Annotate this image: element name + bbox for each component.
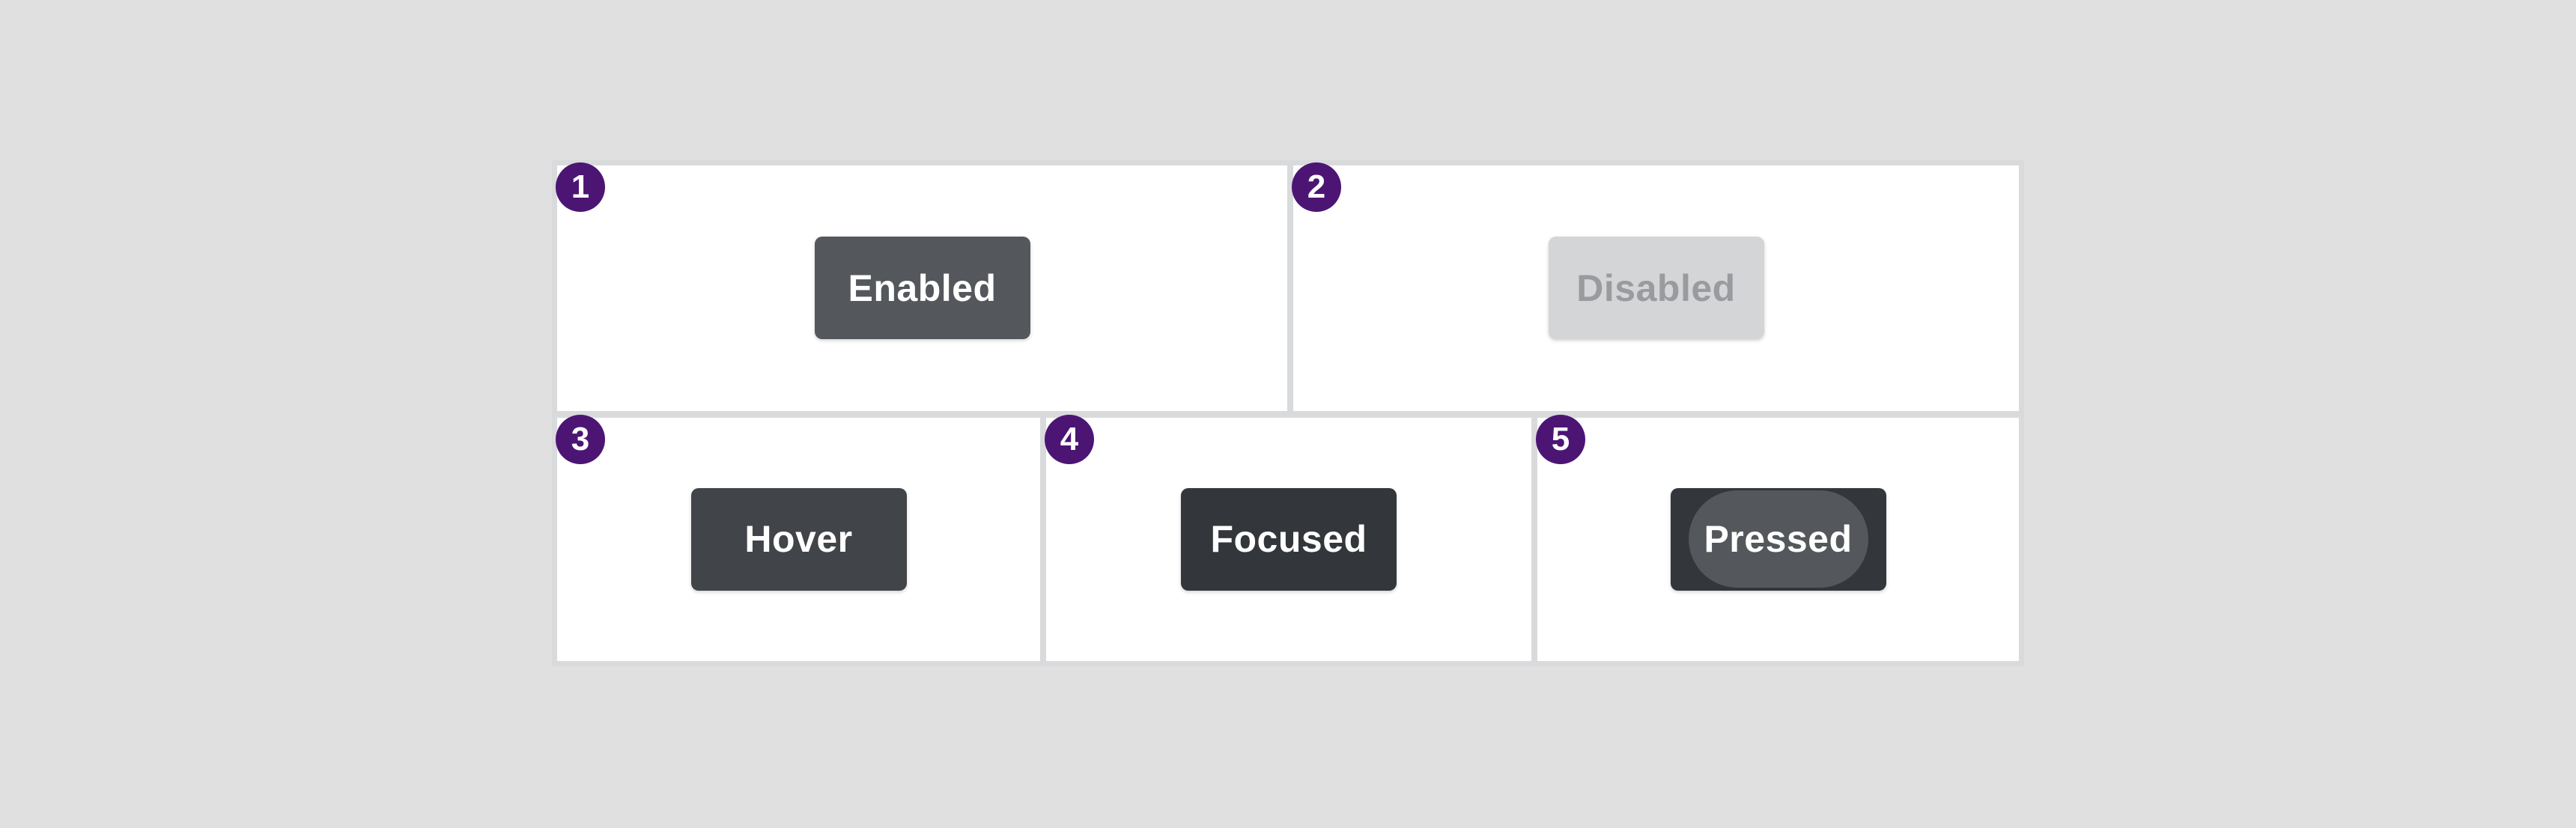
focused-button-label: Focused (1210, 518, 1367, 561)
hover-button[interactable]: Hover (690, 487, 907, 591)
pressed-ripple-overlay (1688, 490, 1868, 588)
annotation-badge-1: 1 (556, 162, 605, 212)
enabled-button-label: Enabled (848, 267, 997, 309)
annotation-badge-2: 2 (1292, 162, 1341, 212)
state-panel-pressed: 5 Pressed (1536, 414, 2019, 661)
focused-button[interactable]: Focused (1181, 487, 1397, 591)
annotation-badge-4: 4 (1045, 414, 1094, 464)
state-panel-enabled: 1 Enabled (556, 162, 1287, 411)
enabled-button[interactable]: Enabled (814, 237, 1030, 340)
state-panel-hover: 3 Hover (556, 414, 1040, 661)
state-panel-disabled: 2 Disabled (1292, 162, 2019, 411)
disabled-button-label: Disabled (1576, 267, 1736, 309)
annotation-badge-5: 5 (1536, 414, 1585, 464)
board-top-row: 1 Enabled 2 Disabled (556, 162, 2019, 411)
annotation-badge-3: 3 (556, 414, 605, 464)
state-panel-focused: 4 Focused (1045, 414, 1531, 661)
pressed-button-label: Pressed (1704, 518, 1853, 561)
hover-button-label: Hover (744, 518, 853, 561)
disabled-button: Disabled (1548, 237, 1764, 340)
pressed-button[interactable]: Pressed (1670, 487, 1886, 591)
board-bottom-row: 3 Hover 4 Focused 5 Pressed (556, 414, 2019, 661)
button-states-board: 1 Enabled 2 Disabled 3 Hover 4 (552, 160, 2024, 666)
